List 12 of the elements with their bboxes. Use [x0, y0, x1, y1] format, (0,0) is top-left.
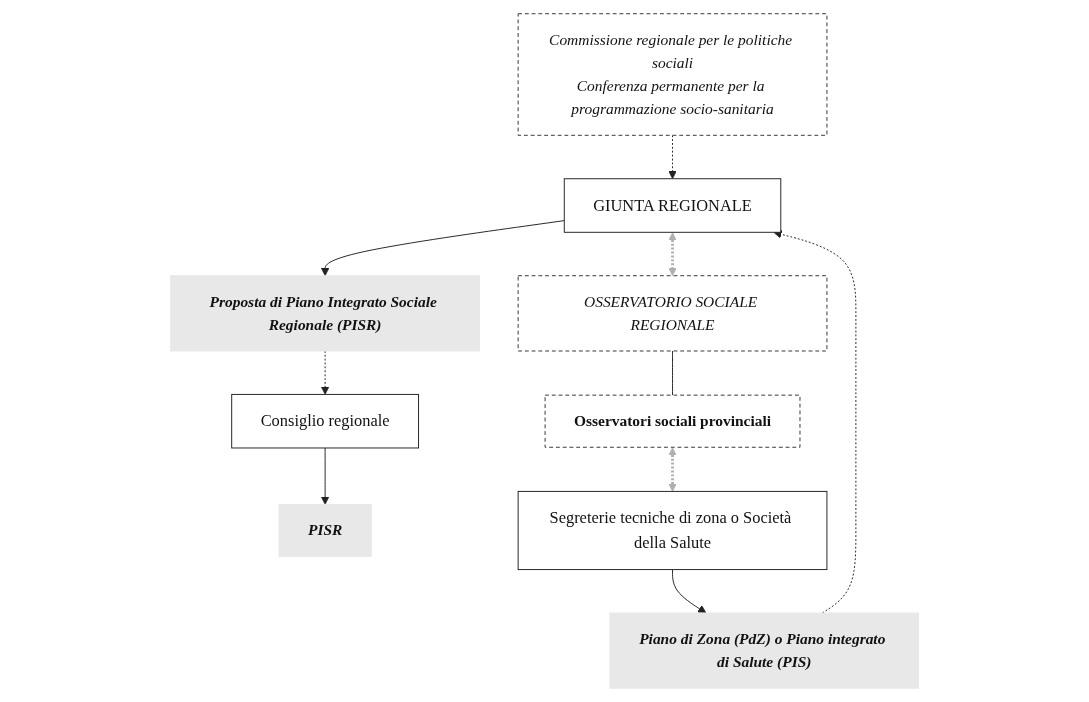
node-box: OSSERVATORIO SOCIALE REGIONALE — [517, 275, 828, 352]
arrow — [668, 447, 677, 492]
arrow — [668, 232, 677, 277]
node-box: Segreterie tecniche di zona o Società della Salute — [517, 490, 828, 571]
node-box: Commissione regionale per le politiche sociali Conferenza permanente per la programmazione socio-sanitaria — [517, 13, 828, 136]
node-box: Proposta di Piano Integrato Sociale Regionale (PISR) — [170, 275, 480, 352]
node-box: Osservatori sociali provinciali — [544, 394, 801, 448]
node-box: Piano di Zona (PdZ) o Piano integrato di Salute (PIS) — [609, 612, 919, 689]
connector — [671, 350, 673, 396]
node-box: GIUNTA REGIONALE — [563, 178, 782, 233]
node-box: PISR — [278, 503, 372, 558]
node-box: Consiglio regionale — [231, 393, 419, 449]
